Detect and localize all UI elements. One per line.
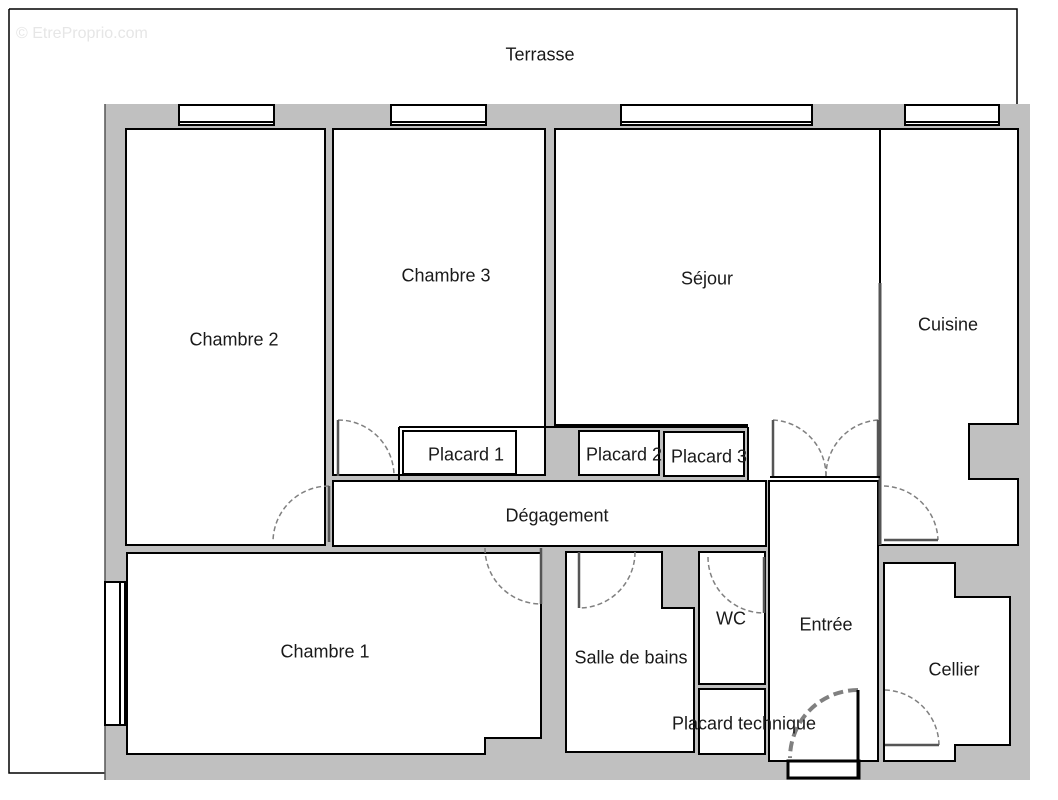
windows-top (178, 104, 1000, 126)
room-entree (768, 480, 879, 762)
room-degagement (332, 480, 767, 547)
room-chambre-2 (125, 128, 326, 546)
room-sejour (554, 128, 881, 426)
room-sejour-entree (748, 424, 880, 480)
room-chambre-3 (332, 128, 546, 476)
terrasse-outline-left (8, 9, 105, 774)
door-swings (272, 419, 940, 746)
watermark: © EtreProprio.com (16, 25, 148, 42)
room-chambre-1 (126, 552, 542, 755)
room-cuisine (879, 128, 1019, 546)
room-salle-de-bains (565, 551, 695, 753)
front-door-swing (788, 688, 859, 759)
room-placard-2 (578, 430, 660, 476)
terrasse-outline (9, 8, 1018, 105)
room-cellier (883, 562, 1011, 762)
room-wc (698, 551, 766, 685)
front-door (786, 759, 861, 780)
window-left (104, 581, 126, 726)
room-placard-1 (402, 430, 517, 475)
room-placard-technique (698, 688, 766, 755)
room-placard-3 (663, 431, 745, 477)
